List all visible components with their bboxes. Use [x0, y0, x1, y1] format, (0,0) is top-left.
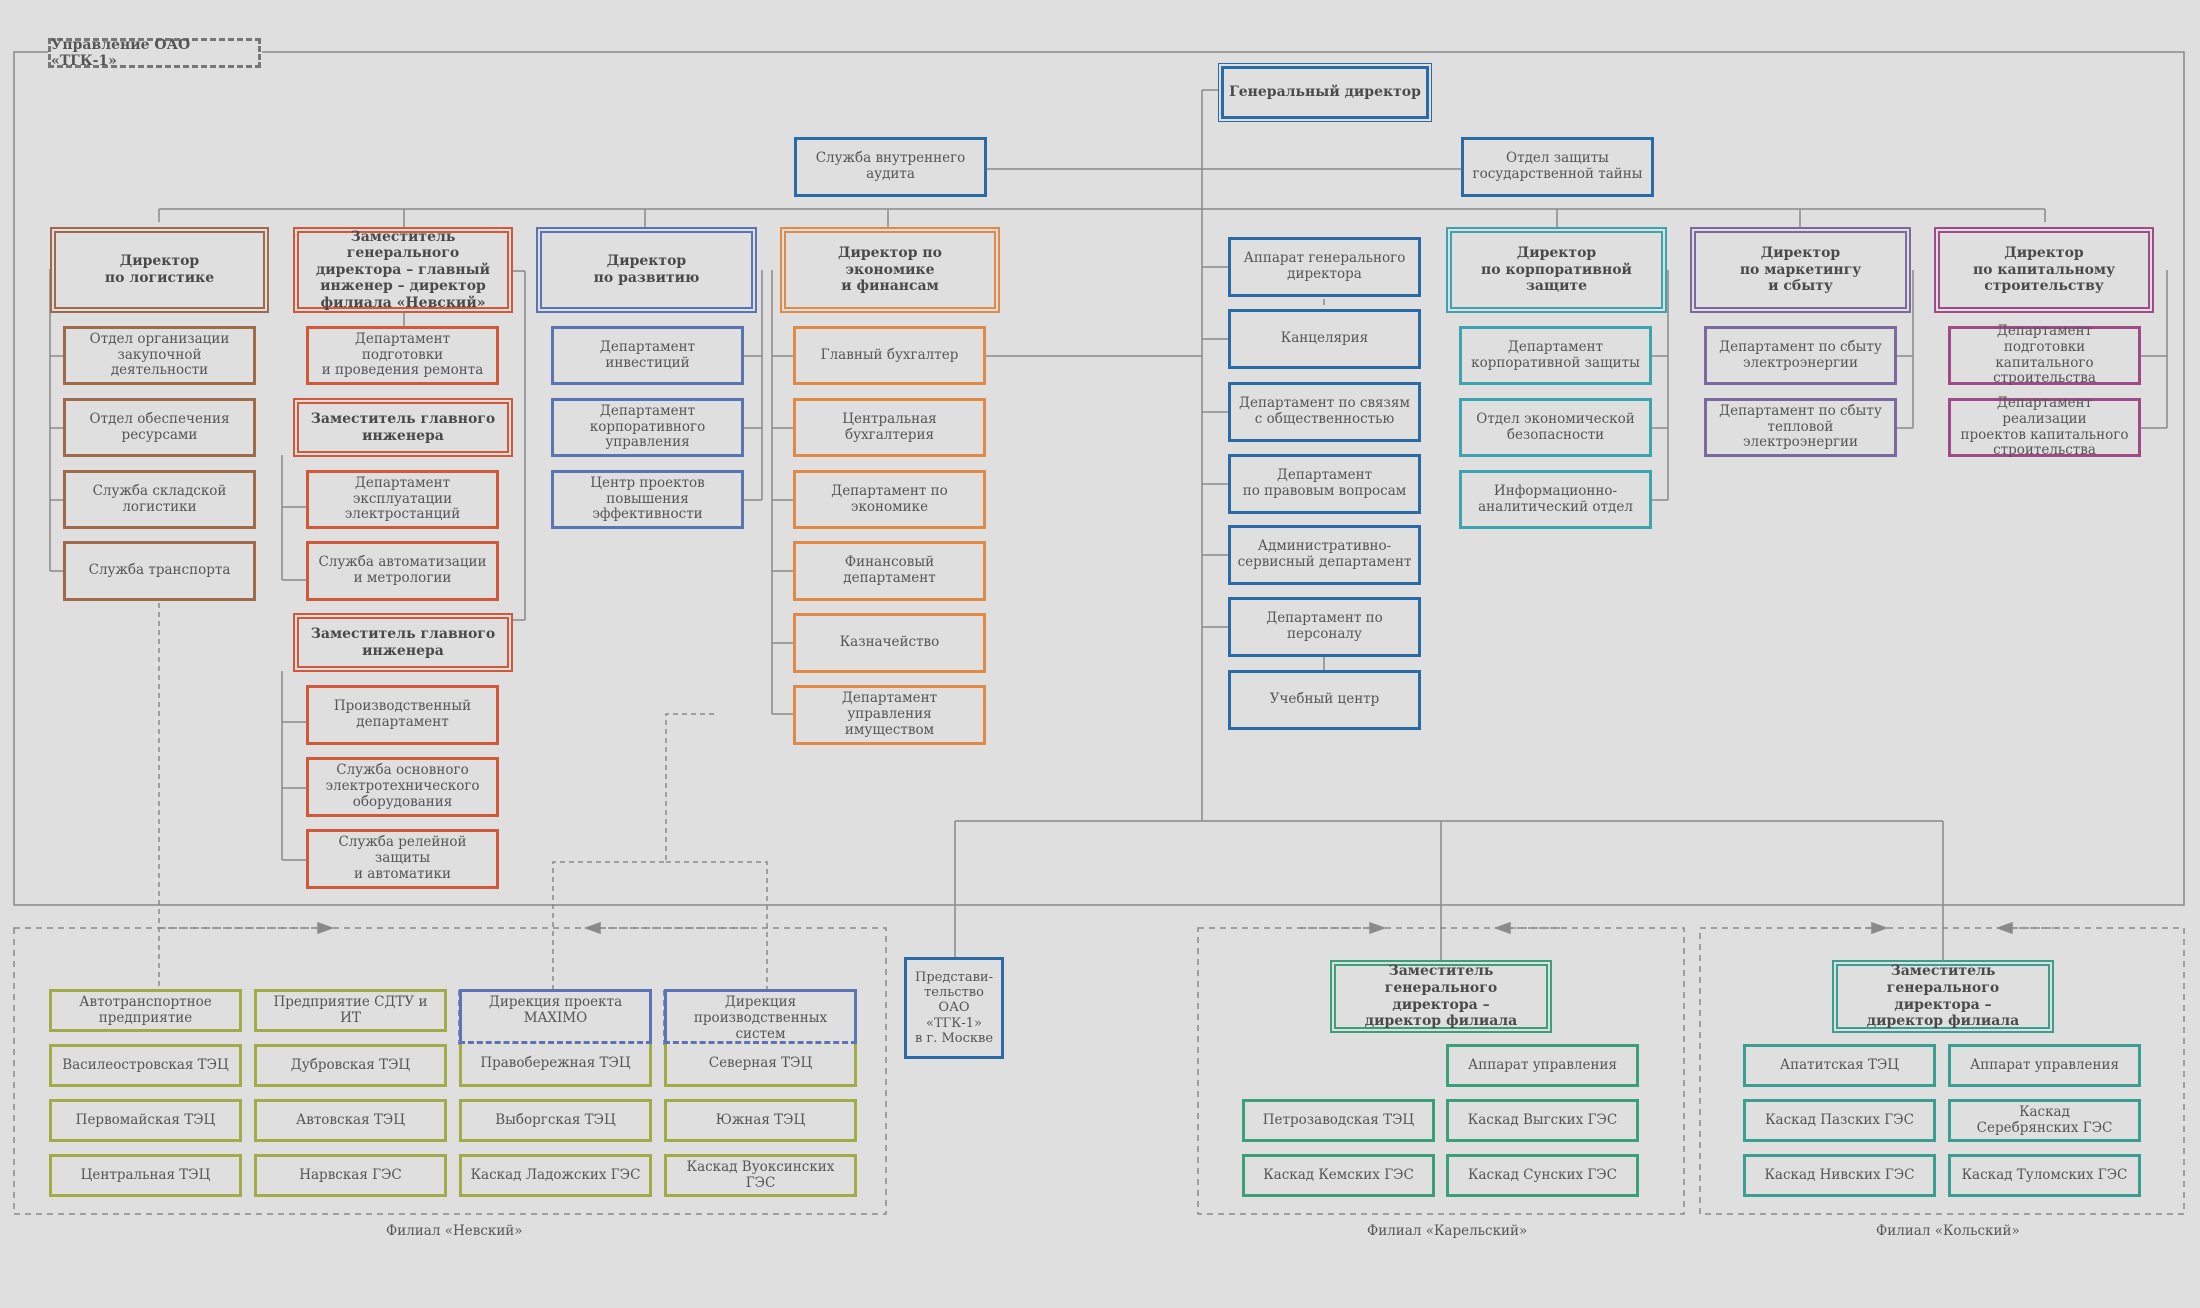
development-item[interactable]: Центр проектов повышения эффективности — [551, 470, 744, 529]
finance-head[interactable]: Директор по экономике и финансам — [780, 227, 1000, 313]
ceo-office-item[interactable]: Канцелярия — [1228, 309, 1421, 369]
audit-box[interactable]: Служба внутреннего аудита — [794, 137, 987, 197]
development-item[interactable]: Департамент инвестиций — [551, 326, 744, 385]
construction-item[interactable]: Департамент подготовки капитального стро… — [1948, 323, 2141, 386]
ceo-office-item[interactable]: Административно- сервисный департамент — [1228, 525, 1421, 585]
finance-item[interactable]: Финансовый департамент — [793, 541, 986, 601]
finance-item[interactable]: Казначейство — [793, 613, 986, 673]
deputy1-item[interactable]: Служба автоматизации и метрологии — [306, 541, 499, 601]
kolsky-head[interactable]: Заместитель генерального директора – дир… — [1832, 960, 2054, 1033]
development-item[interactable]: Департамент корпоративного управления — [551, 398, 744, 457]
kolsky-item[interactable]: Аппарат управления — [1948, 1044, 2141, 1087]
marketing-head[interactable]: Директор по маркетингу и сбыту — [1690, 227, 1911, 313]
development-head[interactable]: Директор по развитию — [536, 227, 757, 313]
ceo-office-item[interactable]: Департамент по персоналу — [1228, 597, 1421, 657]
karelsky-item[interactable]: Петрозаводская ТЭЦ — [1242, 1099, 1435, 1142]
ceo-box[interactable]: Генеральный директор — [1218, 63, 1432, 122]
nevsky-plant[interactable]: Правобережная ТЭЦ — [459, 1044, 652, 1087]
logistics-item[interactable]: Служба транспорта — [63, 541, 256, 601]
nevsky-top-item[interactable]: Дирекция производственных систем — [664, 989, 857, 1044]
logistics-item[interactable]: Отдел обеспечения ресурсами — [63, 398, 256, 457]
nevsky-plant[interactable]: Первомайская ТЭЦ — [49, 1099, 242, 1142]
deputy2-item[interactable]: Служба релейной защиты и автоматики — [306, 829, 499, 889]
kolsky-item[interactable]: Каскад Туломских ГЭС — [1948, 1154, 2141, 1197]
nevsky-plant[interactable]: Василеостровская ТЭЦ — [49, 1044, 242, 1087]
karelsky-item[interactable]: Каскад Кемских ГЭС — [1242, 1154, 1435, 1197]
nevsky-plant[interactable]: Центральная ТЭЦ — [49, 1154, 242, 1197]
logistics-item[interactable]: Отдел организации закупочной деятельност… — [63, 326, 256, 385]
nevsky-plant[interactable]: Каскад Ладожских ГЭС — [459, 1154, 652, 1197]
finance-item[interactable]: Центральная бухгалтерия — [793, 398, 986, 457]
kolsky-branch-label: Филиал «Кольский» — [1876, 1223, 2020, 1239]
management-frame-title: Управление ОАО «ТГК-1» — [48, 37, 261, 69]
deputy2-item[interactable]: Производственный департамент — [306, 685, 499, 745]
security-head[interactable]: Директор по корпоративной защите — [1446, 227, 1667, 313]
kolsky-item[interactable]: Апатитская ТЭЦ — [1743, 1044, 1936, 1087]
nevsky-top-item[interactable]: Предприятие СДТУ и ИТ — [254, 989, 447, 1032]
construction-head[interactable]: Директор по капитальному строительству — [1934, 227, 2154, 313]
kolsky-item[interactable]: Каскад Нивских ГЭС — [1743, 1154, 1936, 1197]
finance-item[interactable]: Департамент управления имуществом — [793, 685, 986, 745]
nevsky-plant[interactable]: Каскад Вуоксинских ГЭС — [664, 1154, 857, 1197]
deputy1-item[interactable]: Департамент эксплуатации электростанций — [306, 470, 499, 529]
chief-engineer-head[interactable]: Заместитель генерального директора – гла… — [293, 227, 513, 313]
marketing-item[interactable]: Департамент по сбыту электроэнергии — [1704, 326, 1897, 385]
construction-item[interactable]: Департамент реализации проектов капиталь… — [1948, 395, 2141, 458]
nevsky-plant[interactable]: Выборгская ТЭЦ — [459, 1099, 652, 1142]
deputy-chief-engineer-head-2[interactable]: Заместитель главного инженера — [293, 613, 513, 672]
marketing-item[interactable]: Департамент по сбыту тепловой электроэне… — [1704, 398, 1897, 457]
nevsky-plant[interactable]: Автовская ТЭЦ — [254, 1099, 447, 1142]
nevsky-branch-label: Филиал «Невский» — [386, 1223, 523, 1239]
deputy2-item[interactable]: Служба основного электротехнического обо… — [306, 757, 499, 817]
logistics-item[interactable]: Служба складской логистики — [63, 470, 256, 529]
ceo-office-item[interactable]: Аппарат генерального директора — [1228, 237, 1421, 297]
moscow-office-box[interactable]: Представи- тельство ОАО «ТГК-1» в г. Мос… — [904, 957, 1004, 1059]
karelsky-branch-label: Филиал «Карельский» — [1367, 1223, 1528, 1239]
ceo-office-item[interactable]: Департамент по связям с общественностью — [1228, 382, 1421, 442]
chief-engineer-item[interactable]: Департамент подготовки и проведения ремо… — [306, 326, 499, 385]
karelsky-item[interactable]: Каскад Сунских ГЭС — [1446, 1154, 1639, 1197]
security-item[interactable]: Департамент корпоративной защиты — [1459, 326, 1652, 385]
deputy-chief-engineer-head[interactable]: Заместитель главного инженера — [293, 398, 513, 457]
security-item[interactable]: Отдел экономической безопасности — [1459, 398, 1652, 457]
nevsky-plant[interactable]: Нарвская ГЭС — [254, 1154, 447, 1197]
kolsky-item[interactable]: Каскад Серебрянских ГЭС — [1948, 1099, 2141, 1142]
finance-item[interactable]: Главный бухгалтер — [793, 326, 986, 385]
karelsky-item[interactable]: Аппарат управления — [1446, 1044, 1639, 1087]
nevsky-plant[interactable]: Южная ТЭЦ — [664, 1099, 857, 1142]
finance-item[interactable]: Департамент по экономике — [793, 470, 986, 529]
nevsky-plant[interactable]: Северная ТЭЦ — [664, 1044, 857, 1087]
logistics-head[interactable]: Директор по логистике — [50, 227, 269, 313]
karelsky-head[interactable]: Заместитель генерального директора – дир… — [1330, 960, 1552, 1033]
ceo-office-item[interactable]: Департамент по правовым вопросам — [1228, 454, 1421, 514]
security-item[interactable]: Информационно- аналитический отдел — [1459, 470, 1652, 529]
nevsky-plant[interactable]: Дубровская ТЭЦ — [254, 1044, 447, 1087]
nevsky-top-item[interactable]: Автотранспортное предприятие — [49, 989, 242, 1032]
secrecy-box[interactable]: Отдел защиты государственной тайны — [1461, 137, 1654, 197]
ceo-office-item[interactable]: Учебный центр — [1228, 670, 1421, 730]
karelsky-item[interactable]: Каскад Выгских ГЭС — [1446, 1099, 1639, 1142]
kolsky-item[interactable]: Каскад Пазских ГЭС — [1743, 1099, 1936, 1142]
nevsky-top-item[interactable]: Дирекция проекта MAXIMO — [459, 989, 652, 1044]
